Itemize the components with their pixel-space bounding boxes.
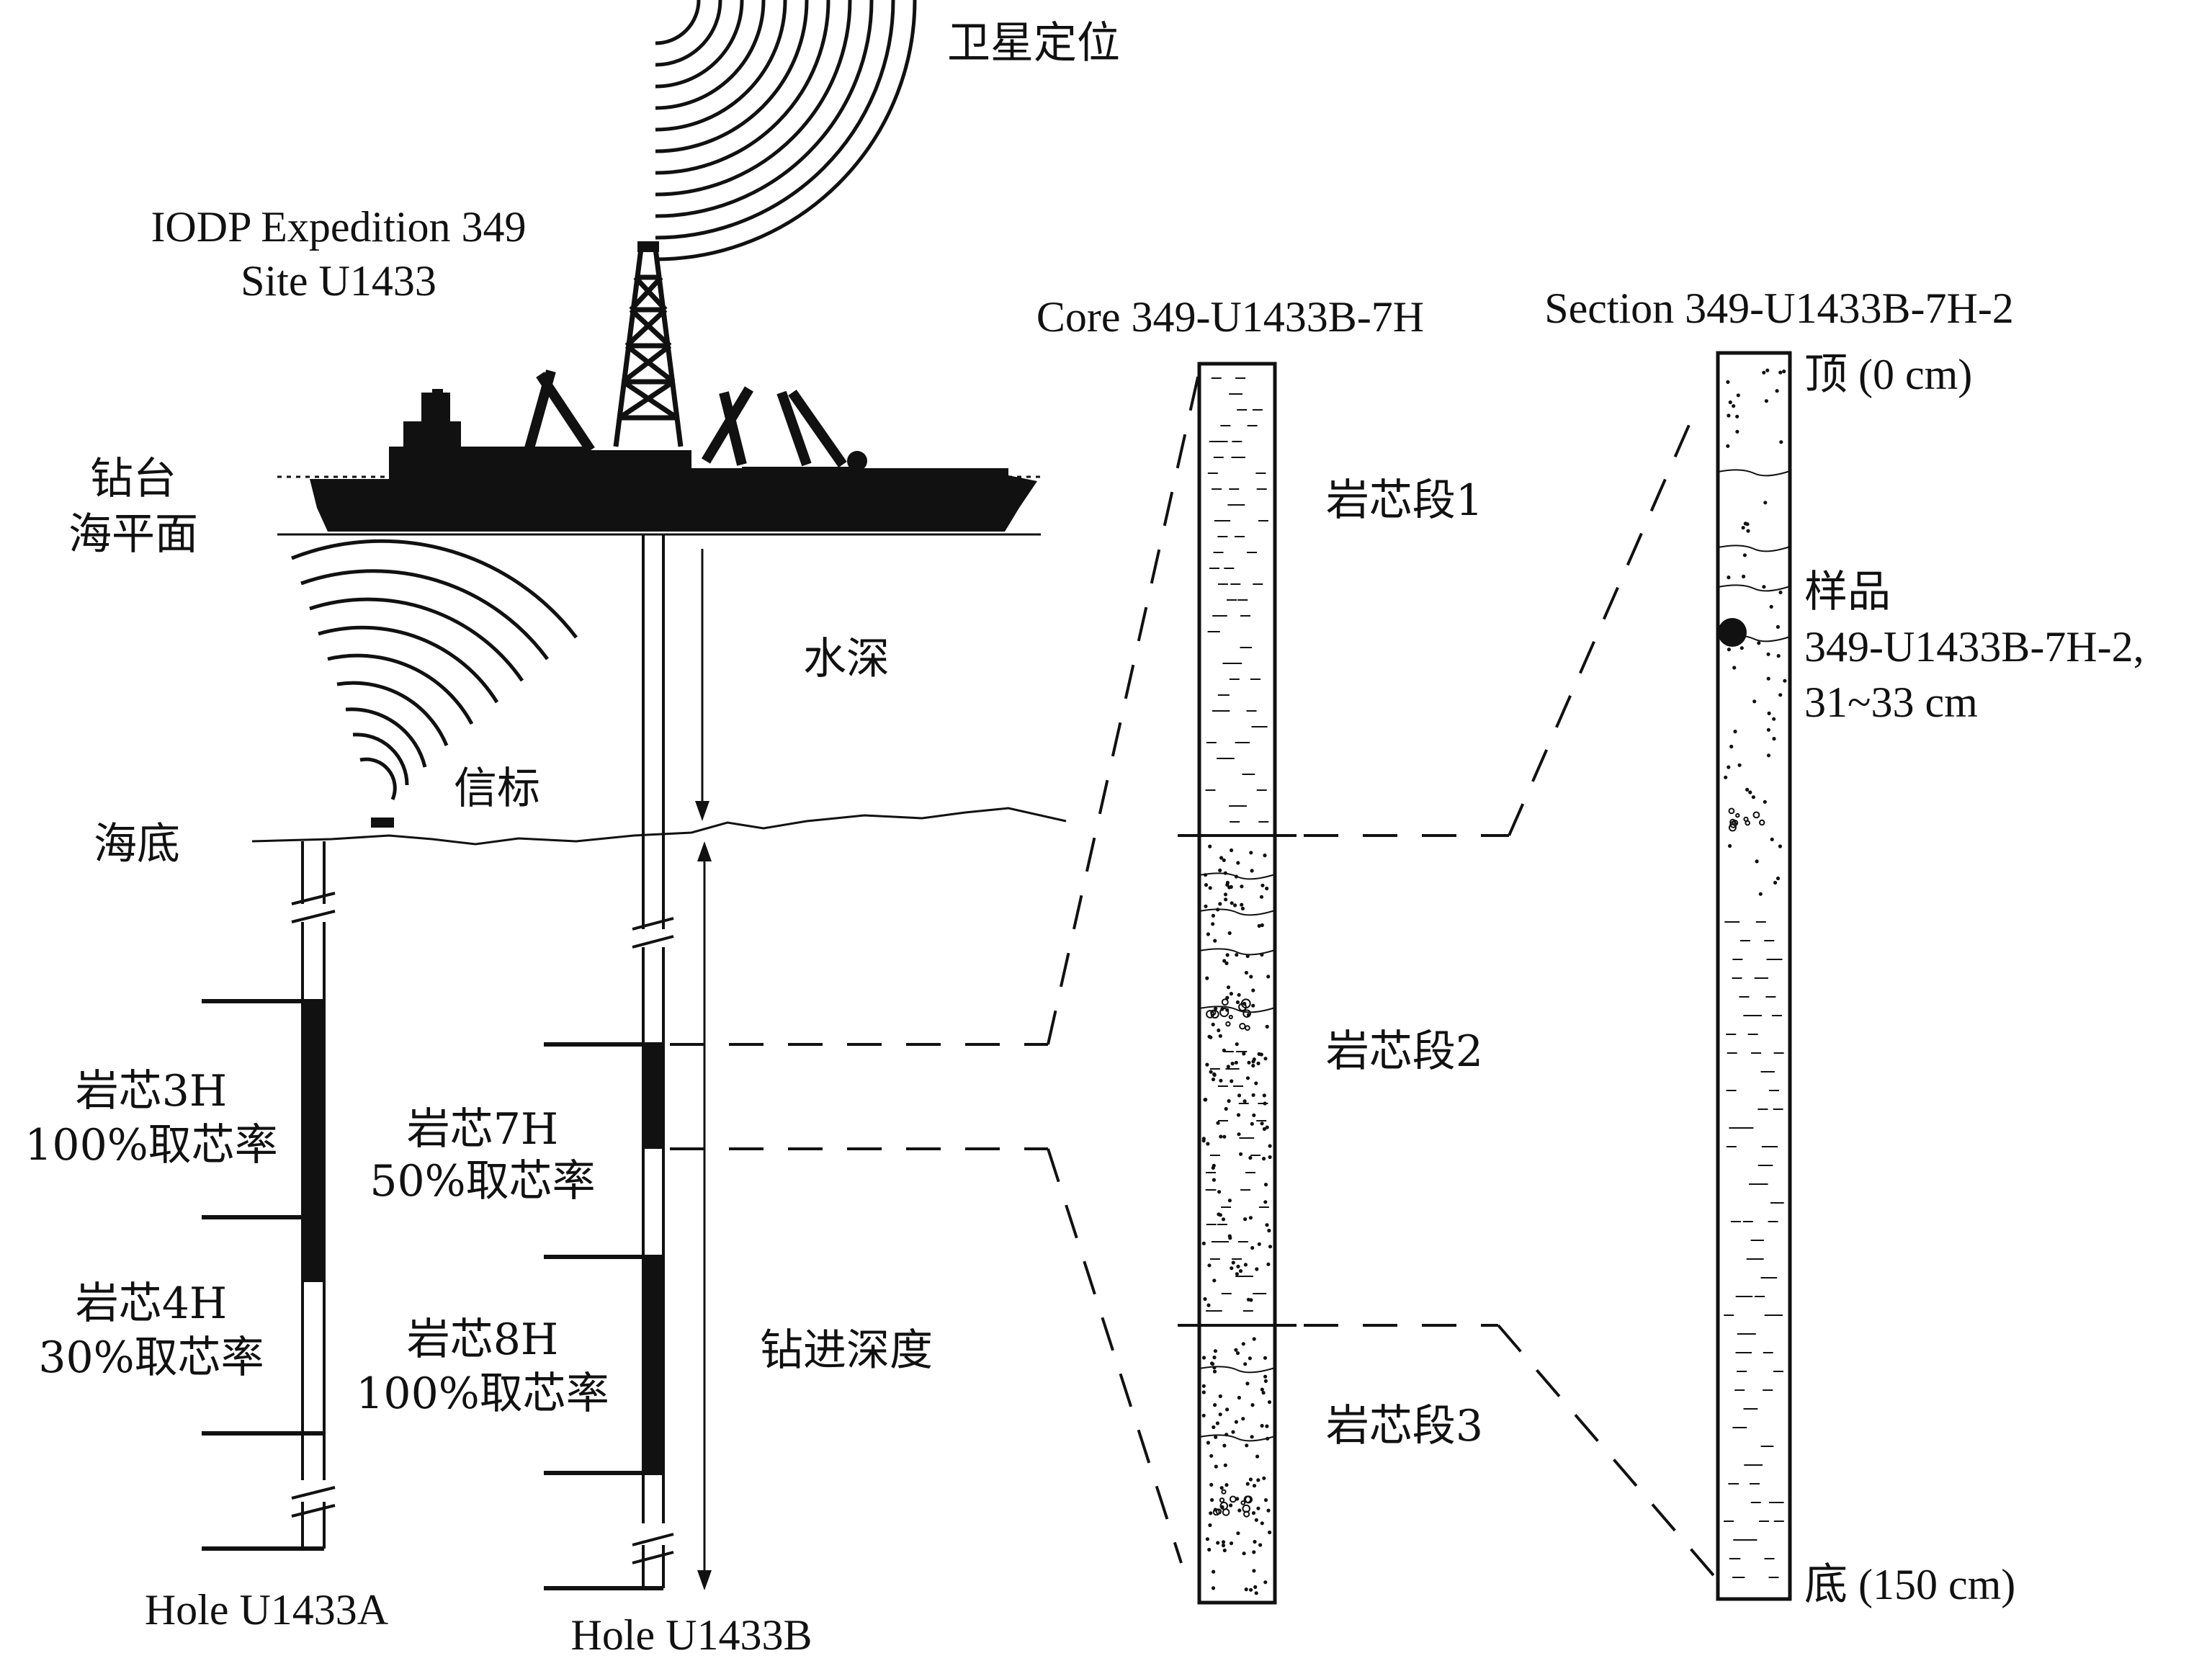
core-column bbox=[1178, 362, 1297, 1605]
hole-a-core-3h-recovery bbox=[303, 1001, 324, 1217]
hole-b-core-7h-recovery-text: 50%取芯率 bbox=[370, 1156, 595, 1206]
beacon-signal-waves bbox=[291, 539, 578, 800]
core-texture bbox=[1199, 377, 1276, 1595]
drilling-depth-label: 钻进深度 bbox=[760, 1325, 933, 1376]
seafloor-line bbox=[251, 807, 1067, 846]
sample-interval: 31~33 cm bbox=[1804, 679, 1978, 726]
hole-a-core-4h-recovery bbox=[303, 1217, 324, 1282]
section-top-label: 顶 (0 cm) bbox=[1804, 351, 1972, 398]
satellite-label: 卫星定位 bbox=[947, 18, 1120, 68]
core-section-2-label: 岩芯段2 bbox=[1326, 1026, 1483, 1077]
section-column bbox=[1716, 351, 1792, 1601]
section-bottom-label: 底 (150 cm) bbox=[1804, 1561, 2015, 1608]
hole-b-core-7h-recovery bbox=[643, 1044, 663, 1149]
hole-b-label: Hole U1433B bbox=[571, 1611, 812, 1659]
sample-marker bbox=[1718, 618, 1747, 647]
expedition-title: IODP Expedition 349 bbox=[151, 203, 526, 251]
seafloor-label: 海底 bbox=[94, 819, 180, 869]
sample-label: 样品 bbox=[1804, 567, 1891, 617]
beacon-label: 信标 bbox=[454, 763, 540, 814]
hole-b-core-8h-name: 岩芯8H bbox=[407, 1315, 559, 1365]
core-to-section-connectors bbox=[1304, 424, 1723, 1586]
hole-b-core-8h-recovery bbox=[643, 1257, 663, 1473]
drill-ship bbox=[310, 241, 1037, 532]
drill-floor-label: 钻台 bbox=[90, 454, 176, 504]
hole-a-core-4h-name: 岩芯4H bbox=[76, 1278, 228, 1329]
hole-a-label: Hole U1433A bbox=[145, 1586, 388, 1634]
hole-b-core-7h-name: 岩芯7H bbox=[407, 1104, 559, 1155]
core-title: Core 349-U1433B-7H bbox=[1036, 293, 1424, 341]
hole-a-core-3h-name: 岩芯3H bbox=[76, 1066, 228, 1116]
hole-b-core-8h-recovery-text: 100%取芯率 bbox=[356, 1369, 609, 1419]
site-title: Site U1433 bbox=[241, 257, 436, 305]
core-section-3-label: 岩芯段3 bbox=[1326, 1401, 1483, 1451]
water-depth-arrow bbox=[695, 549, 709, 821]
beacon-icon bbox=[371, 818, 394, 828]
sample-id: 349-U1433B-7H-2, bbox=[1804, 623, 2144, 671]
section-title: Section 349-U1433B-7H-2 bbox=[1544, 285, 2014, 332]
section-texture bbox=[1717, 368, 1791, 1578]
satellite-signal-waves bbox=[655, 0, 917, 261]
core-section-1-label: 岩芯段1 bbox=[1326, 475, 1483, 526]
drilling-depth-arrow bbox=[697, 841, 712, 1590]
hole-a-core-3h-recovery-text: 100%取芯率 bbox=[24, 1120, 278, 1170]
sea-level-label: 海平面 bbox=[68, 509, 198, 560]
water-depth-label: 水深 bbox=[803, 634, 890, 684]
hole-to-core-connectors bbox=[670, 370, 1201, 1564]
hole-a-core-4h-recovery-text: 30%取芯率 bbox=[38, 1333, 264, 1383]
